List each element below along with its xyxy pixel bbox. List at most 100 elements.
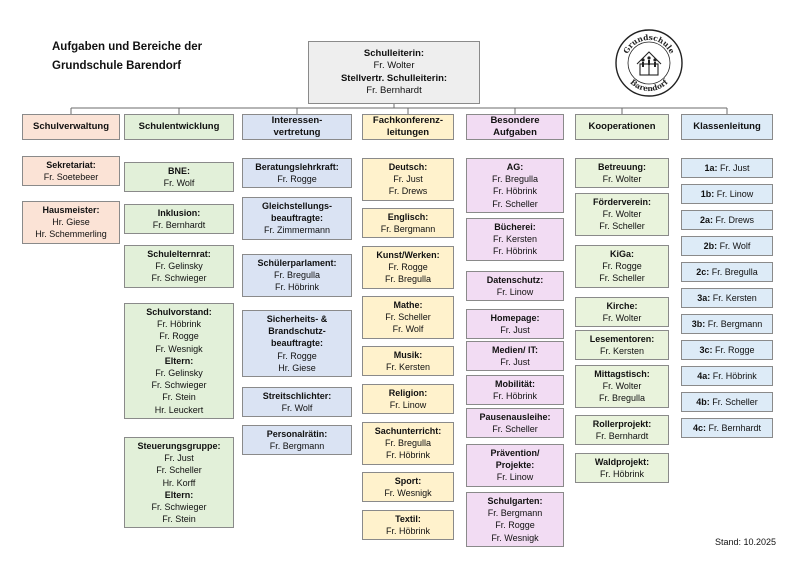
person-name: Fr. Scheller bbox=[599, 221, 645, 232]
class-label: 3a: bbox=[697, 292, 711, 303]
class-teacher: Fr. Linow bbox=[716, 188, 754, 199]
class-teacher: Fr. Bregulla bbox=[711, 266, 758, 277]
item-box-3-7: Sport:Fr. Wesnigk bbox=[362, 472, 454, 503]
person-name: Fr. Bergmann bbox=[269, 441, 325, 452]
person-name: Fr. Kersten bbox=[599, 346, 644, 357]
person-name: Fr. Bergmann bbox=[380, 224, 436, 235]
class-box-7: 3c: Fr. Rogge bbox=[681, 340, 773, 360]
role-label: Gleichstellungs- bbox=[261, 200, 332, 211]
stand-date: Stand: 10.2025 bbox=[715, 537, 777, 547]
person-name: Fr. Bregulla bbox=[273, 270, 321, 281]
person-name: Fr. Stein bbox=[162, 392, 196, 403]
class-entry: 2a: Fr. Drews bbox=[700, 214, 754, 226]
person-name: Fr. Rogge bbox=[277, 174, 317, 185]
role-label: Pausenausleihe: bbox=[479, 411, 551, 422]
person-name: Fr. Höbrink bbox=[274, 282, 319, 293]
person-name: Fr. Scheller bbox=[385, 312, 431, 323]
item-box-3-5: Religion: Fr. Linow bbox=[362, 384, 454, 415]
person-name: Hr. Leuckert bbox=[154, 404, 204, 415]
item-box-0-0: Sekretariat:Fr. Soetebeer bbox=[22, 156, 120, 187]
person-name: Fr. Wesnigk bbox=[155, 343, 203, 354]
role-label: Stellvertr. Schulleiterin: bbox=[340, 72, 448, 84]
role-label: Streitschlichter: bbox=[262, 390, 332, 401]
person-name: Fr. Gelinsky bbox=[155, 261, 203, 272]
person-name: Fr. Scheller bbox=[599, 273, 645, 284]
class-teacher: Fr. Drews bbox=[715, 214, 755, 225]
role-label: Eltern: bbox=[164, 355, 194, 366]
person-name: Fr. Rogge bbox=[388, 262, 428, 273]
class-box-5: 3a: Fr. Kersten bbox=[681, 288, 773, 308]
person-name: Fr. Bernhardt bbox=[595, 431, 649, 442]
class-box-4: 2c: Fr. Bregulla bbox=[681, 262, 773, 282]
role-label: Homepage: bbox=[490, 312, 540, 323]
person-name: Fr. Zimmermann bbox=[263, 225, 330, 236]
class-teacher: Fr. Höbrink bbox=[712, 370, 757, 381]
person-name: Fr. Höbrink bbox=[492, 246, 537, 257]
role-label: Inklusion: bbox=[157, 207, 201, 218]
item-box-3-4: Musik:Fr. Kersten bbox=[362, 346, 454, 377]
person-name: Hr. Korff bbox=[162, 477, 196, 488]
person-name: Fr. Wolter bbox=[602, 381, 642, 392]
column-header-3: Fachkonferenz-leitungen bbox=[362, 114, 454, 140]
column-header-2: Interessen-vertretung bbox=[242, 114, 352, 140]
person-name: Fr. Linow bbox=[389, 400, 427, 411]
role-label: Personalrätin: bbox=[266, 428, 328, 439]
class-teacher: Fr. Scheller bbox=[712, 396, 758, 407]
person-name: Fr. Bernhardt bbox=[366, 85, 422, 96]
role-label: Schulgarten: bbox=[487, 495, 543, 506]
class-label: 2c: bbox=[696, 266, 710, 277]
person-name: Fr. Rogge bbox=[495, 520, 535, 531]
person-name: Fr. Rogge bbox=[602, 261, 642, 272]
column-header-label: vertretung bbox=[273, 127, 321, 138]
role-label: Steuerungsgruppe: bbox=[137, 440, 221, 451]
class-teacher: Fr. Bernhardt bbox=[708, 422, 762, 433]
role-label: Musik: bbox=[393, 349, 423, 360]
class-box-2: 2a: Fr. Drews bbox=[681, 210, 773, 230]
person-name: Fr. Just bbox=[393, 174, 423, 185]
role-label: Schulelternrat: bbox=[147, 248, 211, 259]
person-name: Fr. Just bbox=[500, 325, 530, 336]
item-box-4-2: Datenschutz:Fr. Linow bbox=[466, 271, 564, 302]
column-header-label: Schulentwicklung bbox=[138, 120, 220, 132]
class-box-8: 4a: Fr. Höbrink bbox=[681, 366, 773, 386]
column-header-label: Schulverwaltung bbox=[32, 120, 109, 132]
column-header-0: Schulverwaltung bbox=[22, 114, 120, 140]
class-entry: 3c: Fr. Rogge bbox=[699, 344, 754, 356]
person-name: Fr. Scheller bbox=[492, 424, 538, 435]
role-label: Beratungslehrkraft: bbox=[255, 161, 339, 172]
children-icon bbox=[641, 56, 657, 67]
role-label: beauftragte: bbox=[270, 213, 323, 224]
person-name: Fr. Gelinsky bbox=[155, 368, 203, 378]
role-label: Projekte: bbox=[495, 460, 535, 471]
role-label: Förderverein: bbox=[592, 196, 652, 207]
item-box-4-3: Homepage: Fr. Just bbox=[466, 309, 564, 340]
person-name: Fr. Wolf bbox=[163, 178, 195, 189]
person-name: Fr. Drews bbox=[388, 186, 428, 197]
title-line-1: Aufgaben und Bereiche der bbox=[52, 41, 203, 53]
role-label: Lesementoren: bbox=[589, 333, 655, 344]
person-name: Fr. Bergmann bbox=[487, 508, 543, 519]
person-name: Fr. Bernhardt bbox=[152, 220, 206, 231]
role-label: Sekretariat: bbox=[46, 159, 96, 170]
role-label: Mobilität: bbox=[495, 378, 535, 389]
role-label: Religion: bbox=[388, 387, 428, 398]
class-label: 4b: bbox=[696, 396, 710, 407]
column-header-label: Besondere bbox=[490, 114, 540, 126]
item-box-3-1: Englisch:Fr. Bergmann bbox=[362, 208, 454, 239]
item-box-4-4: Medien/ IT:Fr. Just bbox=[466, 341, 564, 372]
item-box-4-6: Pausenausleihe: Fr. Scheller bbox=[466, 408, 564, 439]
role-label: Bücherei: bbox=[494, 221, 536, 232]
class-label: 2a: bbox=[699, 214, 713, 225]
role-label: Sport: bbox=[394, 475, 422, 486]
column-header-1: Schulentwicklung bbox=[124, 114, 234, 140]
class-entry: 4a: Fr. Höbrink bbox=[697, 370, 757, 382]
class-box-6: 3b: Fr. Bergmann bbox=[681, 314, 773, 334]
class-label: 1a: bbox=[704, 162, 718, 173]
person-name: Fr. Rogge bbox=[277, 350, 317, 361]
person-name: Fr. Linow bbox=[496, 287, 534, 298]
